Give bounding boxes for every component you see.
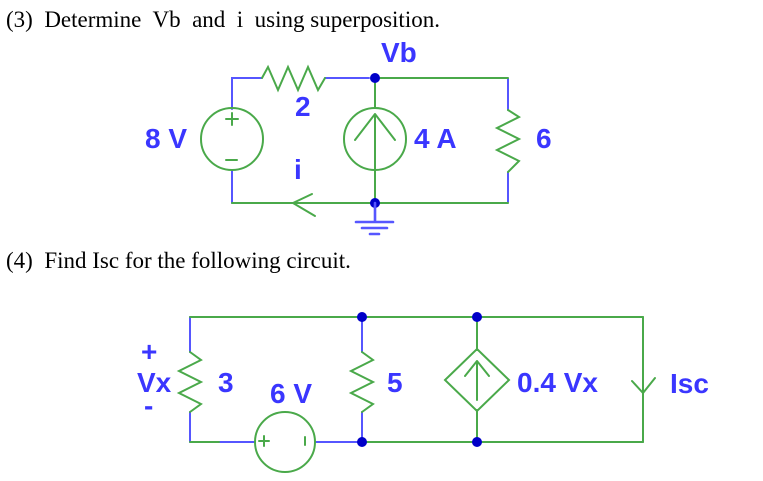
- problem3-title: (3) Determine Vb and i using superpositi…: [6, 7, 440, 32]
- node-dot-top-2: [472, 312, 482, 322]
- problem4-title: (4) Find Isc for the following circuit.: [6, 248, 351, 273]
- label-source-8v: 8 V: [145, 123, 187, 154]
- label-resistor-3: 3: [218, 367, 234, 398]
- up-arrow-icon: [464, 360, 490, 401]
- label-dep-source: 0.4 Vx: [517, 367, 598, 398]
- node-dot-vb: [370, 73, 380, 83]
- label-vx-minus: -: [144, 390, 153, 421]
- label-vx: Vx: [137, 367, 172, 398]
- plus-mark-icon: [225, 112, 239, 126]
- label-resistor-6: 6: [536, 123, 552, 154]
- dependent-source-diamond: [443, 347, 511, 413]
- isc-direction-arrow-icon: [631, 377, 656, 394]
- ground-icon: [354, 201, 395, 236]
- label-source-6v: 6 V: [270, 378, 312, 409]
- wire-top-left: [231, 77, 263, 110]
- label-isc: Isc: [670, 368, 709, 399]
- voltage-source-6v: [254, 411, 316, 473]
- label-vx-plus: +: [141, 336, 157, 367]
- plus-mark-icon: [258, 435, 270, 447]
- node-dot-bottom-1: [357, 437, 367, 447]
- label-resistor-2: 2: [295, 91, 311, 122]
- label-resistor-5: 5: [387, 367, 403, 398]
- resistor-3ohm: [176, 351, 204, 413]
- resistor-5ohm: [348, 351, 376, 413]
- circuit1-schematic: Vb 2 8 V 4 A 6 i: [145, 37, 552, 236]
- voltage-source-8v: [200, 107, 264, 171]
- node-dot-top-1: [357, 312, 367, 322]
- resistor-6ohm: [494, 109, 522, 173]
- label-source-4a: 4 A: [414, 123, 457, 154]
- resistor-2ohm: [261, 64, 326, 93]
- up-arrow-icon: [354, 113, 396, 170]
- i-direction-arrow-icon: [292, 193, 316, 217]
- label-current-i: i: [294, 154, 302, 185]
- label-node-vb: Vb: [381, 37, 417, 68]
- circuit2-schematic: + Vx - 3 6 V 5 0.4 Vx Isc: [137, 312, 709, 473]
- node-dot-bottom-2: [472, 437, 482, 447]
